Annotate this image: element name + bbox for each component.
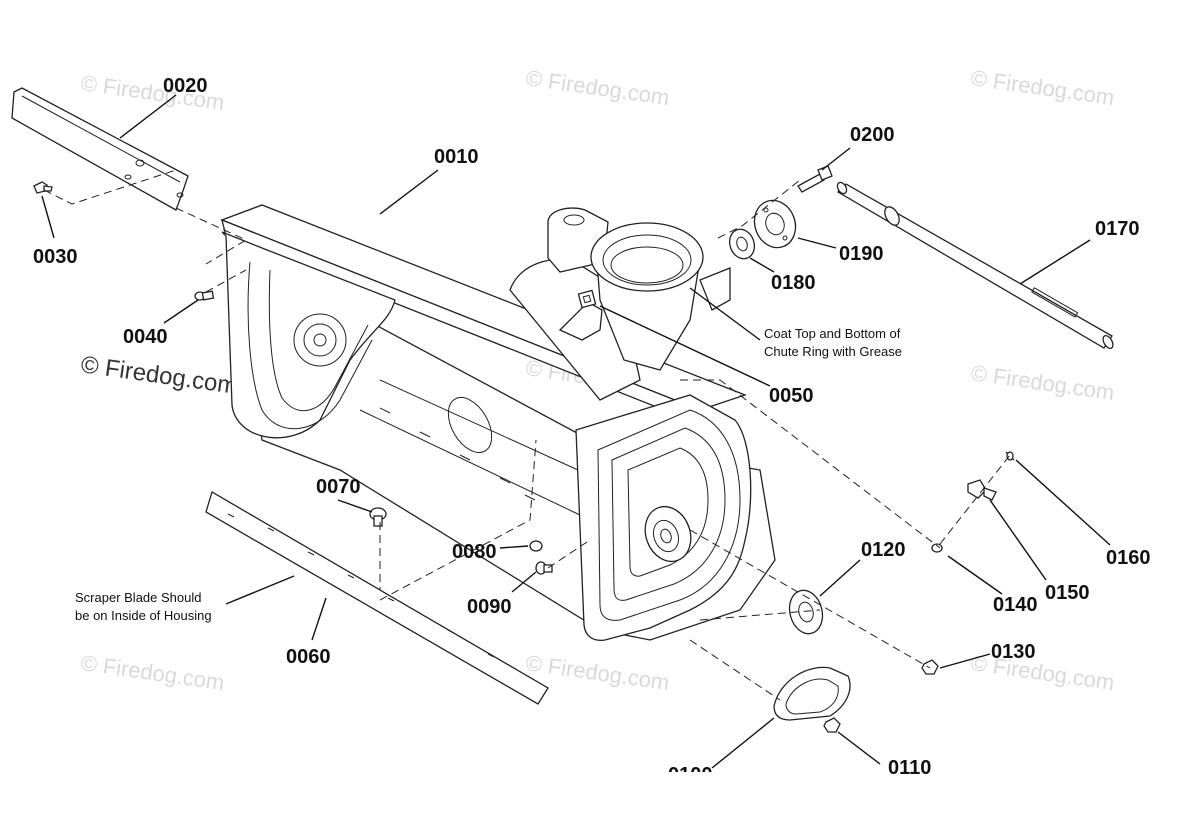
chute-ring-part bbox=[547, 207, 731, 371]
watermark: © Firedog.com bbox=[969, 360, 1116, 405]
watermark-prominent: © Firedog.com bbox=[79, 351, 239, 400]
note-scraper-line2: be on Inside of Housing bbox=[75, 608, 212, 623]
label-0020: 0020 bbox=[163, 75, 208, 97]
rail-0020-part bbox=[11, 87, 189, 211]
label-0160: 0160 bbox=[1106, 547, 1151, 569]
watermark: © Firedog.com bbox=[969, 65, 1116, 110]
annotation-notes: Coat Top and Bottom of Chute Ring with G… bbox=[75, 326, 902, 623]
shaft-0170-part bbox=[836, 181, 1114, 350]
label-0060: 0060 bbox=[286, 646, 331, 668]
watermark: © Firedog.com bbox=[79, 650, 226, 695]
bolt-0160-part bbox=[1005, 451, 1015, 461]
bolt-0040-part bbox=[194, 290, 215, 301]
nut-0110-part bbox=[823, 717, 841, 733]
watermark: © Firedog.com bbox=[524, 65, 671, 110]
wing-nut-0030-part bbox=[33, 181, 53, 194]
label-0180: 0180 bbox=[771, 272, 816, 294]
wing-nut-0150-part bbox=[967, 479, 997, 501]
auger-housing-0010-part bbox=[220, 204, 776, 641]
label-0120: 0120 bbox=[861, 539, 906, 561]
bearing-0180-part bbox=[728, 228, 756, 260]
scraper-blade-0060-part bbox=[205, 491, 549, 705]
label-0130: 0130 bbox=[991, 641, 1036, 663]
note-chute-line2: Chute Ring with Grease bbox=[764, 344, 902, 359]
note-scraper-line1: Scraper Blade Should bbox=[75, 590, 201, 605]
label-0150: 0150 bbox=[1045, 582, 1090, 604]
label-0190: 0190 bbox=[839, 243, 884, 265]
note-chute-line1: Coat Top and Bottom of bbox=[764, 326, 901, 341]
label-0110: 0110 bbox=[888, 757, 931, 779]
bolt-0090-part bbox=[535, 561, 553, 575]
bottom-crop-mask bbox=[600, 772, 800, 816]
bolt-0070-part bbox=[369, 507, 387, 527]
leader-lines bbox=[41, 94, 1111, 769]
label-0030: 0030 bbox=[33, 246, 78, 268]
nut-0140-part bbox=[931, 543, 943, 553]
label-0090: 0090 bbox=[467, 596, 512, 618]
nut-0080-part bbox=[529, 540, 543, 552]
label-0140: 0140 bbox=[993, 594, 1038, 616]
flange-0190-part bbox=[753, 199, 797, 249]
label-0070: 0070 bbox=[316, 476, 361, 498]
label-0040: 0040 bbox=[123, 326, 168, 348]
nut-0130-part bbox=[921, 659, 939, 675]
label-0010: 0010 bbox=[434, 146, 479, 168]
clip-0050-part bbox=[577, 289, 597, 309]
label-0050: 0050 bbox=[769, 385, 814, 407]
bearing-housing-0100-part bbox=[773, 666, 851, 721]
bolt-0200-part bbox=[797, 165, 833, 193]
part-labels: 0020 0030 0010 0040 0050 0070 0080 0090 … bbox=[33, 75, 1151, 786]
assembly-dash-lines bbox=[43, 169, 1011, 701]
label-0080: 0080 bbox=[452, 541, 497, 563]
label-0200: 0200 bbox=[850, 124, 895, 146]
label-0170: 0170 bbox=[1095, 218, 1140, 240]
